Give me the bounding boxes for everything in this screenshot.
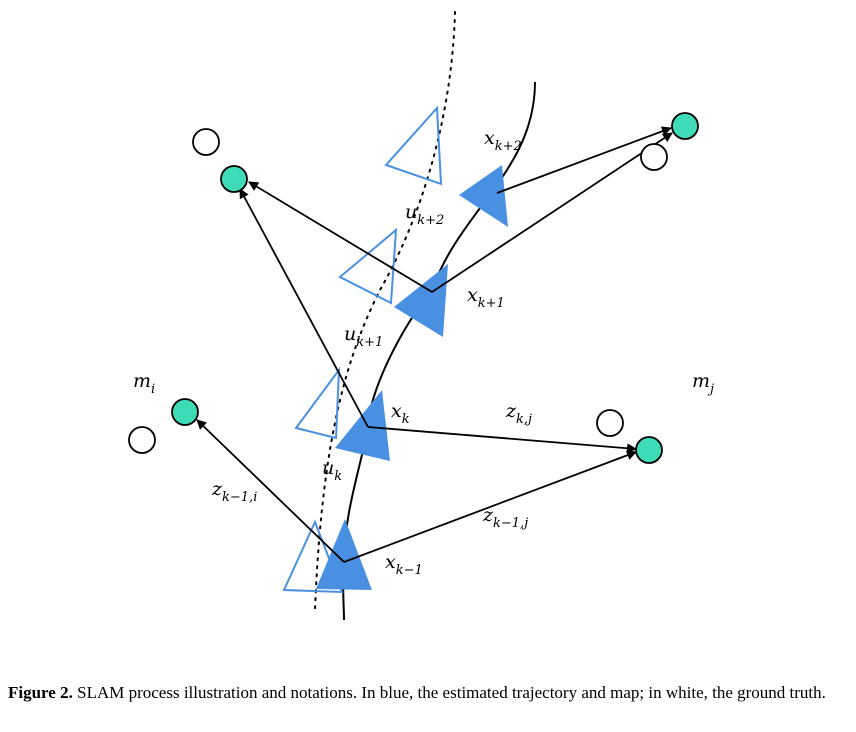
observation-label-k-1-j: zk−1,j <box>482 504 528 531</box>
estimated-landmark-top-left <box>220 165 248 193</box>
true-landmark-i <box>128 426 156 454</box>
ground-truth-trajectory <box>314 11 456 611</box>
true-landmark-top-left <box>192 128 220 156</box>
slam-diagram: xk+2 xk+1 xk xk−1 uk+2 uk+1 uk zk−1,i zk… <box>128 11 714 621</box>
control-label-k: uk <box>322 457 342 484</box>
observation-arrow-k-1-i <box>196 419 345 563</box>
pose-label-k-1: xk−1 <box>385 551 423 578</box>
observation-label-k-1-i: zk−1,i <box>211 478 257 505</box>
observation-label-k-j: zk,j <box>505 400 532 427</box>
observation-arrow-k-left <box>239 188 369 428</box>
true-pose-triangle-k2 <box>384 105 443 186</box>
figure-number: Figure 2. <box>8 683 73 702</box>
true-landmark-j <box>596 409 624 437</box>
true-pose-triangle-k <box>294 366 341 440</box>
estimated-landmark-j <box>635 436 663 464</box>
estimated-pose-triangle-k2 <box>459 165 508 227</box>
pose-label-k: xk <box>391 400 410 427</box>
estimated-pose-triangle-k-1 <box>316 519 372 590</box>
observation-arrow-k-1-j <box>343 450 637 563</box>
observation-arrow-k1-left <box>248 181 433 293</box>
observation-arrow-k-j <box>367 426 637 454</box>
true-pose-triangle-k-1 <box>282 519 344 594</box>
pose-label-k1: xk+1 <box>467 284 505 311</box>
estimated-landmark-i <box>171 398 199 426</box>
caption-text: SLAM process illustration and notations.… <box>72 683 826 702</box>
figure-caption: Figure 2. SLAM process illustration and … <box>8 680 854 706</box>
true-landmark-top-right <box>640 143 668 171</box>
control-label-k1: uk+1 <box>344 323 383 350</box>
landmark-label-i: mi <box>133 370 155 397</box>
observation-arrow-k1-right <box>431 132 673 293</box>
observation-arrow-k2-right <box>496 126 672 194</box>
pose-label-k2: xk+2 <box>484 127 522 154</box>
estimated-landmark-top-right <box>671 112 699 140</box>
estimated-pose-triangle-k <box>335 390 390 461</box>
control-label-k2: uk+2 <box>405 201 444 228</box>
landmark-label-j: mj <box>692 370 714 397</box>
estimated-pose-triangle-k1 <box>394 264 448 337</box>
